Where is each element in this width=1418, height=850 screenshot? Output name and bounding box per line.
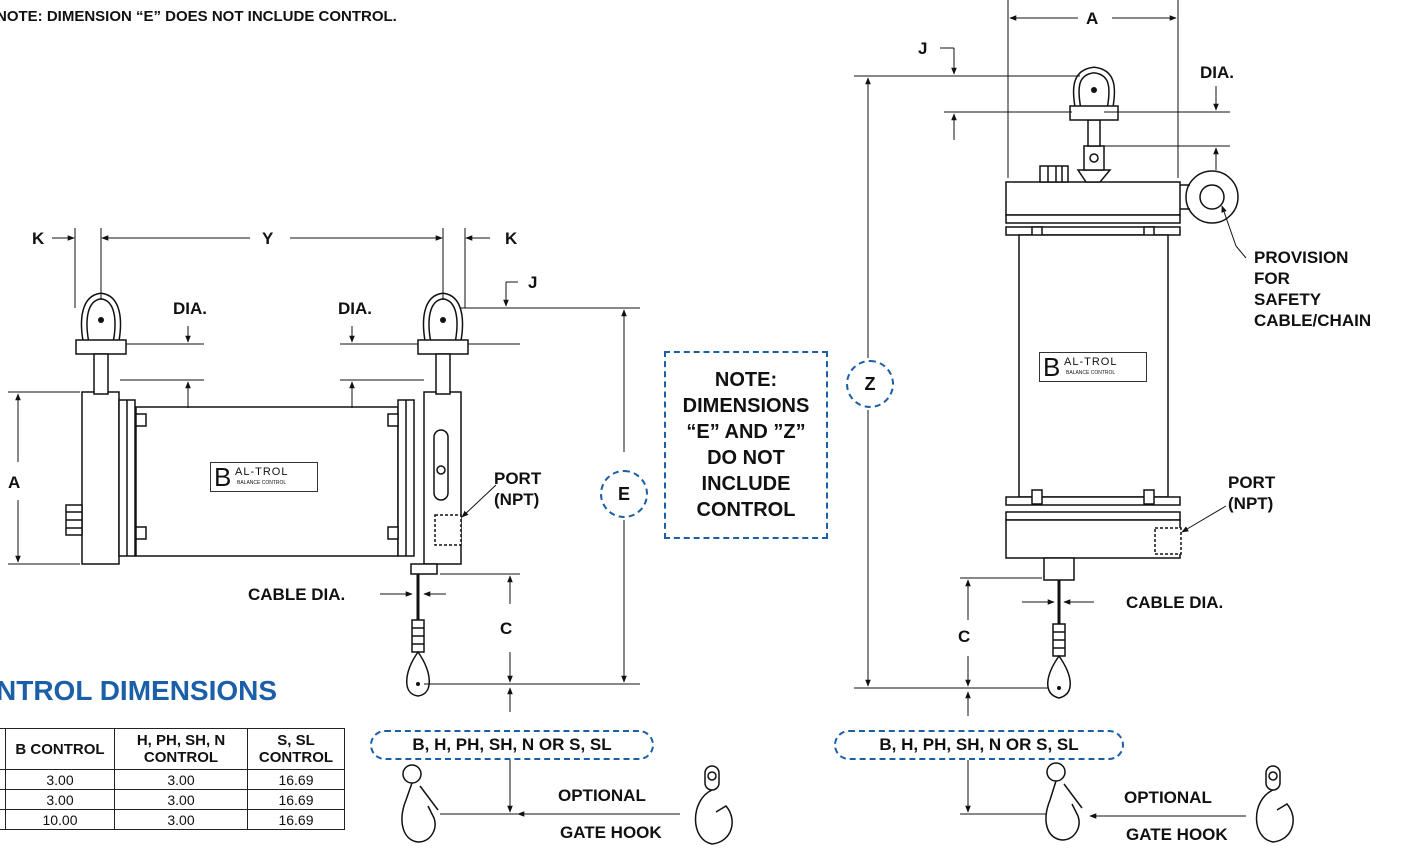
table-header: S, SL CONTROL [247, 728, 345, 770]
left-logo: B AL-TROL BALANCE CONTROL [210, 462, 318, 492]
dimension-z-callout: Z [846, 360, 894, 408]
note-line: “E” AND ”Z” [686, 421, 806, 443]
logo-letter: B [214, 462, 232, 492]
note-line: INCLUDE [701, 473, 791, 495]
table-row: 3.00 3.00 16.69 [0, 789, 345, 810]
provision-line: FOR [1254, 269, 1290, 288]
label-port-line2: (NPT) [494, 490, 540, 509]
note-line: DO NOT [707, 447, 785, 469]
provision-line: PROVISION [1254, 248, 1349, 267]
table-row: 10.00 3.00 16.69 [0, 809, 345, 830]
control-options-left: B, H, PH, SH, N OR S, SL [370, 730, 654, 760]
right-view-drawing [1005, 66, 1294, 843]
table-cell: 16.69 [247, 789, 345, 810]
label-port-right: PORT (NPT) [1228, 472, 1275, 514]
table-cell: 3.00 [114, 769, 248, 790]
center-note-box: NOTE: DIMENSIONS “E” AND ”Z” DO NOT INCL… [664, 351, 828, 539]
label-gate-hook-left: GATE HOOK [560, 823, 662, 842]
label-port-line1: PORT [494, 469, 542, 488]
note-line: NOTE: [714, 369, 778, 391]
right-view-dimensions [854, 0, 1247, 819]
label-provision: PROVISION FOR SAFETY CABLE/CHAIN [1254, 247, 1371, 331]
dimension-e-callout: E [600, 470, 648, 518]
label-dia-right-view: DIA. [1200, 63, 1234, 82]
table-cell: 16.69 [247, 769, 345, 790]
table-cell: 3.00 [114, 809, 248, 830]
logo-subtext: BALANCE CONTROL [237, 480, 287, 486]
table-header-row: . B CONTROL H, PH, SH, N CONTROL S, SL C… [0, 728, 345, 770]
left-view-drawing [65, 292, 733, 845]
label-dia-left: DIA. [173, 299, 207, 318]
label-a-right: A [1086, 9, 1099, 28]
table-cell: 3.00 [5, 769, 115, 790]
right-logo: B AL-TROL BALANCE CONTROL [1039, 352, 1147, 382]
label-gate-hook-right: GATE HOOK [1126, 825, 1228, 844]
label-j-right: J [918, 39, 928, 58]
label-k-right: K [505, 229, 518, 248]
table-header: B CONTROL [5, 728, 115, 770]
label-port-line2: (NPT) [1228, 494, 1274, 513]
label-j: J [528, 273, 538, 292]
label-port: PORT (NPT) [494, 468, 541, 510]
label-cable-dia: CABLE DIA. [248, 585, 346, 604]
logo-letter: B [1043, 352, 1061, 382]
table-row: 3.00 3.00 16.69 [0, 769, 345, 790]
logo-text: AL-TROL [1064, 356, 1118, 368]
provision-line: SAFETY [1254, 290, 1322, 309]
left-view-dimensions [8, 228, 680, 817]
logo-text: AL-TROL [235, 466, 289, 478]
label-y: Y [262, 229, 274, 248]
control-options-right: B, H, PH, SH, N OR S, SL [834, 730, 1124, 760]
label-optional-right: OPTIONAL [1124, 788, 1212, 807]
top-note: NOTE: DIMENSION “E” DOES NOT INCLUDE CON… [0, 8, 397, 25]
table-cell: 16.69 [247, 809, 345, 830]
label-c: C [500, 619, 513, 638]
note-line: CONTROL [696, 499, 796, 521]
label-c-right: C [958, 627, 971, 646]
label-cable-dia-right: CABLE DIA. [1126, 593, 1224, 612]
table-cell: 10.00 [5, 809, 115, 830]
label-dia-right: DIA. [338, 299, 372, 318]
center-note-text: NOTE: DIMENSIONS “E” AND ”Z” DO NOT INCL… [683, 367, 810, 523]
label-a: A [8, 473, 21, 492]
label-port-line1: PORT [1228, 473, 1276, 492]
control-dimensions-table: . B CONTROL H, PH, SH, N CONTROL S, SL C… [0, 728, 345, 830]
label-k-left: K [32, 229, 45, 248]
label-optional-left: OPTIONAL [558, 786, 646, 805]
table-cell: 3.00 [114, 789, 248, 810]
logo-subtext: BALANCE CONTROL [1066, 370, 1116, 376]
provision-line: CABLE/CHAIN [1254, 311, 1372, 330]
section-title: NTROL DIMENSIONS [0, 675, 278, 706]
note-line: DIMENSIONS [682, 395, 810, 417]
table-cell: 3.00 [5, 789, 115, 810]
table-header: H, PH, SH, N CONTROL [114, 728, 248, 770]
